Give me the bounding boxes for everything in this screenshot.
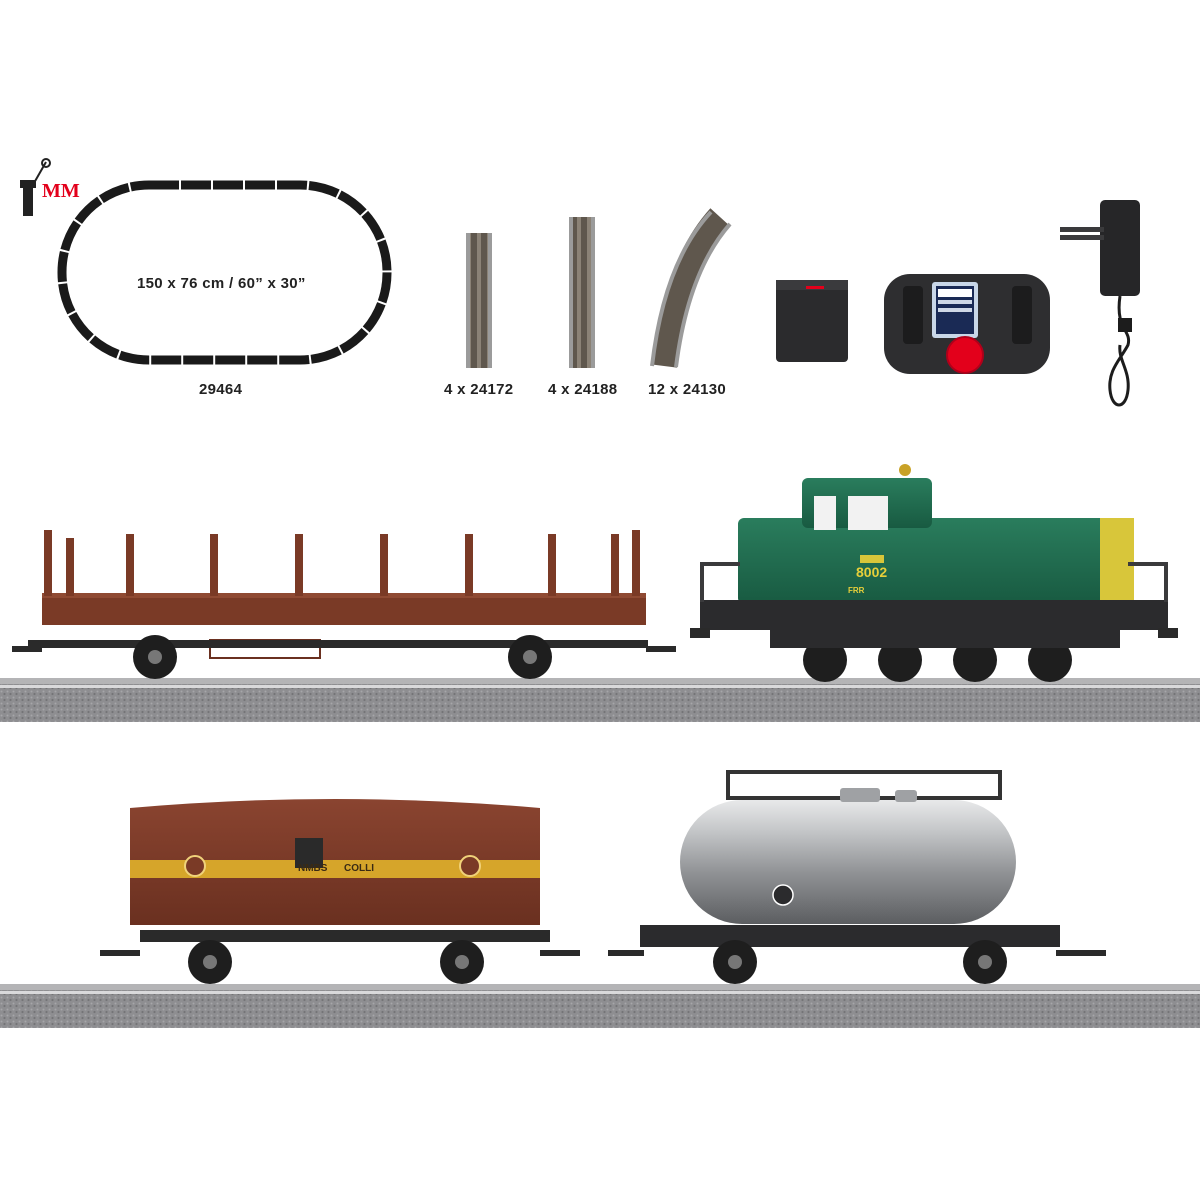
brand-logo-letters: MM bbox=[42, 180, 80, 202]
stake-flat-wagon bbox=[12, 530, 676, 679]
covered-boxcar bbox=[100, 799, 580, 984]
locomotive-number: 8002 bbox=[856, 564, 888, 580]
boxcar-text-right: COLLI bbox=[344, 863, 374, 874]
straight-track-24172 bbox=[466, 233, 492, 368]
straight-track-24188 bbox=[569, 217, 595, 368]
track-set-number: 29464 bbox=[199, 381, 243, 398]
part-label-24188: 4 x 24188 bbox=[548, 381, 618, 398]
layout-dimensions: 150 x 76 cm / 60” x 30” bbox=[137, 275, 306, 292]
part-label-24172: 4 x 24172 bbox=[444, 381, 514, 398]
curved-track-24130 bbox=[650, 208, 732, 368]
brand-logo bbox=[20, 158, 51, 216]
mobile-station-controller bbox=[884, 274, 1050, 374]
locomotive-marking: FRR bbox=[848, 586, 865, 595]
tank-wagon bbox=[608, 770, 1106, 984]
power-adapter bbox=[1060, 200, 1140, 407]
display-track-upper bbox=[0, 678, 1200, 722]
connector-box bbox=[776, 280, 848, 362]
display-track-lower bbox=[0, 984, 1200, 1028]
part-label-24130: 12 x 24130 bbox=[648, 381, 727, 398]
diesel-locomotive bbox=[690, 464, 1178, 682]
boxcar-text-left: NMBS bbox=[298, 863, 328, 874]
oval-track-layout bbox=[57, 180, 392, 365]
